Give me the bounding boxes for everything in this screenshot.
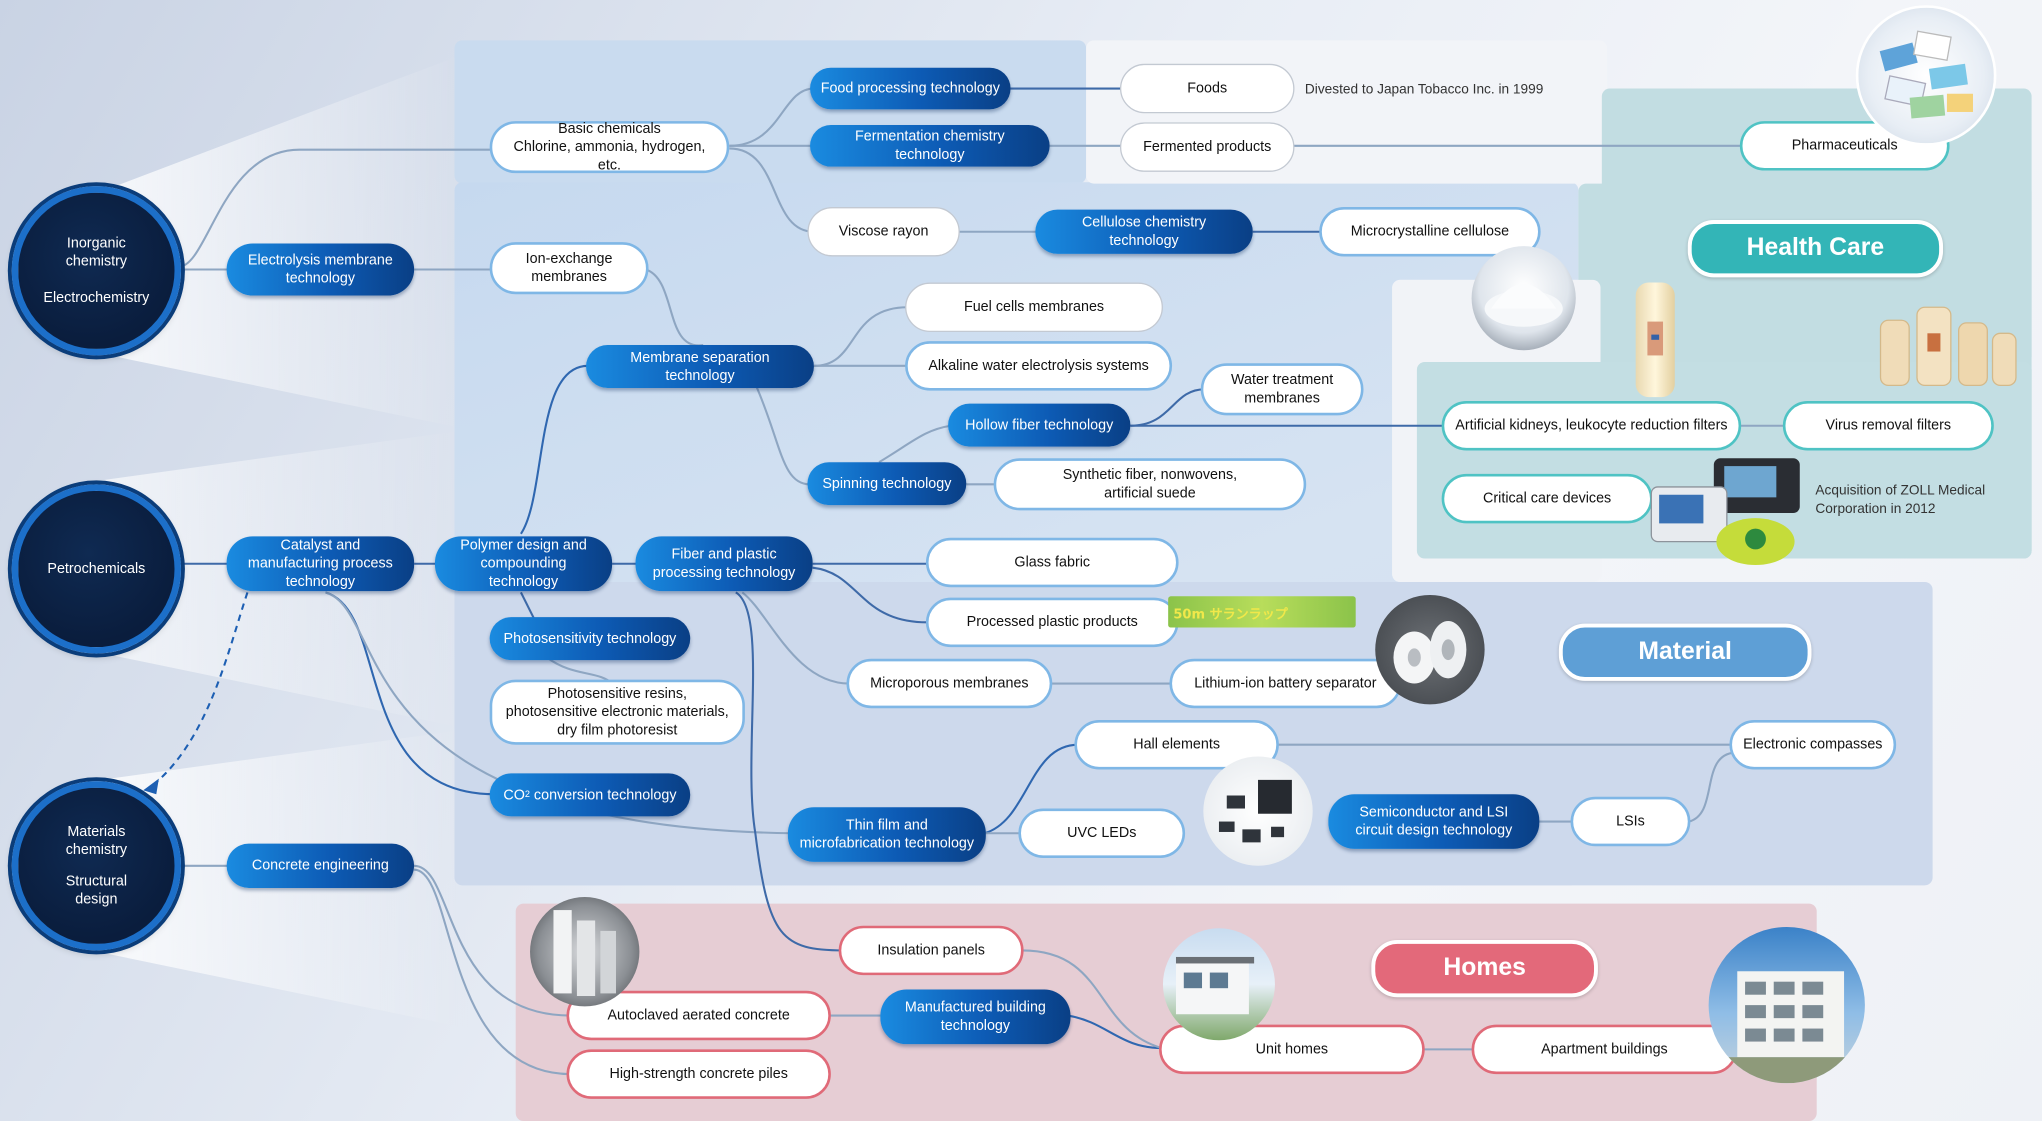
product-alkaline-water-electrolysis: Alkaline water electrolysis systems [905,341,1173,391]
virus-filter-photo [1870,294,2021,396]
product-lsis: LSIs [1570,796,1691,847]
product-electronic-compasses: Electronic compasses [1729,719,1897,770]
tech-semiconductor-lsi: Semiconductor and LSI circuit design tec… [1328,794,1540,849]
tech-photosensitivity: Photosensitivity technology [489,617,691,661]
product-water-treatment-membranes: Water treatment membranes [1200,363,1364,416]
co2-label-sub: 2 [524,789,530,799]
co2-label-pre: CO [503,787,525,803]
apartment-building-photo [1708,927,1865,1084]
product-artificial-kidneys: Artificial kidneys, leukocyte reduction … [1441,401,1742,451]
saran-wrap-label: 50m サランラップ [1173,608,1288,623]
tech-concrete-engineering: Concrete engineering [226,843,415,888]
product-ion-exchange-membranes: Ion-exchange membranes [489,242,649,295]
product-glass-fabric: Glass fabric [925,537,1179,588]
product-synthetic-fiber: Synthetic fiber, nonwovens, artificial s… [993,458,1307,511]
product-basic-chemicals: Basic chemicals Chlorine, ammonia, hydro… [489,121,730,174]
product-fermented-products: Fermented products [1119,122,1295,172]
critical-care-devices-photo [1638,453,1805,573]
tech-fermentation-chemistry: Fermentation chemistry technology [810,124,1050,167]
co2-label-post: conversion technology [529,787,677,803]
product-critical-care-devices: Critical care devices [1441,473,1653,524]
tech-fiber-plastic-processing: Fiber and plastic processing technology [635,536,813,592]
root-materials-chemistry: Materials chemistry Structural design [11,781,182,951]
product-photosensitive-resins: Photosensitive resins, photosensitive el… [489,679,745,745]
tech-spinning: Spinning technology [807,462,967,506]
tech-hollow-fiber: Hollow fiber technology [948,403,1131,447]
product-foods: Foods [1119,63,1295,114]
note-japan-tobacco: Divested to Japan Tobacco Inc. in 1999 [1304,82,1544,98]
product-insulation-panels: Insulation panels [838,925,1024,976]
tech-membrane-separation: Membrane separation technology [586,345,814,388]
product-microcrystalline-cellulose: Microcrystalline cellulose [1319,207,1541,257]
product-virus-removal-filters: Virus removal filters [1782,401,1994,451]
category-homes: Homes [1371,940,1598,998]
product-apartment-buildings: Apartment buildings [1471,1024,1738,1075]
tech-polymer-design: Polymer design and compounding technolog… [434,536,613,592]
note-zoll-acquisition: Acquisition of ZOLL Medical Corporation … [1815,483,1986,517]
category-material: Material [1558,623,1812,681]
battery-separator-photo [1375,595,1485,705]
saran-wrap-photo: 50m サランラップ [1168,596,1356,628]
product-high-strength-piles: High-strength concrete piles [566,1049,831,1099]
product-uvc-leds: UVC LEDs [1018,808,1186,858]
category-health-care: Health Care [1687,220,1944,278]
product-viscose-rayon: Viscose rayon [807,207,960,257]
product-lithium-ion-separator: Lithium-ion battery separator [1169,658,1402,709]
semiconductor-chips-photo [1203,756,1313,866]
product-hall-elements: Hall elements [1074,719,1279,770]
product-microporous-membranes: Microporous membranes [846,658,1053,709]
aac-panels-photo [530,897,640,1007]
root-inorganic-chemistry: Inorganic chemistry Electrochemistry [11,186,182,356]
product-fuel-cells-membranes: Fuel cells membranes [905,282,1163,333]
tech-thin-film-microfabrication: Thin film and microfabrication technolog… [787,807,986,862]
pharmaceuticals-photo [1855,5,1997,146]
tech-food-processing: Food processing technology [810,67,1011,110]
artificial-kidney-photo [1635,282,1675,398]
tech-electrolysis-membrane: Electrolysis membrane technology [226,243,415,296]
microcrystalline-cellulose-photo [1471,246,1576,351]
product-pharmaceuticals: Pharmaceuticals [1739,121,1950,171]
tech-manufactured-building: Manufactured building technology [880,989,1071,1045]
product-processed-plastic: Processed plastic products [925,597,1179,648]
tech-cellulose-chemistry: Cellulose chemistry technology [1035,209,1253,254]
root-petrochemicals: Petrochemicals [11,484,182,654]
unit-home-photo [1162,928,1275,1041]
tech-catalyst-manufacturing: Catalyst and manufacturing process techn… [226,536,415,592]
